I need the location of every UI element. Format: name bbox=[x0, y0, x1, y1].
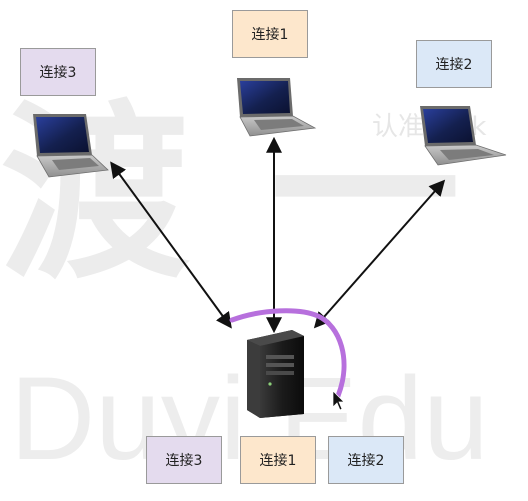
label-connection-1-top: 连接1 bbox=[232, 10, 308, 58]
label-connection-2-bottom: 连接2 bbox=[328, 436, 404, 484]
server-icon bbox=[247, 330, 304, 418]
arrow-connection-2 bbox=[313, 179, 446, 329]
label-connection-1-bottom: 连接1 bbox=[240, 436, 316, 484]
laptop-icon-connection-2 bbox=[420, 106, 507, 166]
label-connection-3-bottom: 连接3 bbox=[146, 436, 222, 484]
cursor-icon bbox=[332, 390, 345, 411]
laptop-icon-connection-3 bbox=[33, 114, 109, 178]
laptop-icon-connection-1 bbox=[237, 78, 317, 137]
arrow-connection-3 bbox=[110, 161, 232, 329]
label-connection-2-top: 连接2 bbox=[416, 40, 492, 88]
label-connection-3-top: 连接3 bbox=[20, 48, 96, 96]
connection-arrows bbox=[110, 136, 446, 334]
highlight-stroke bbox=[229, 308, 347, 399]
